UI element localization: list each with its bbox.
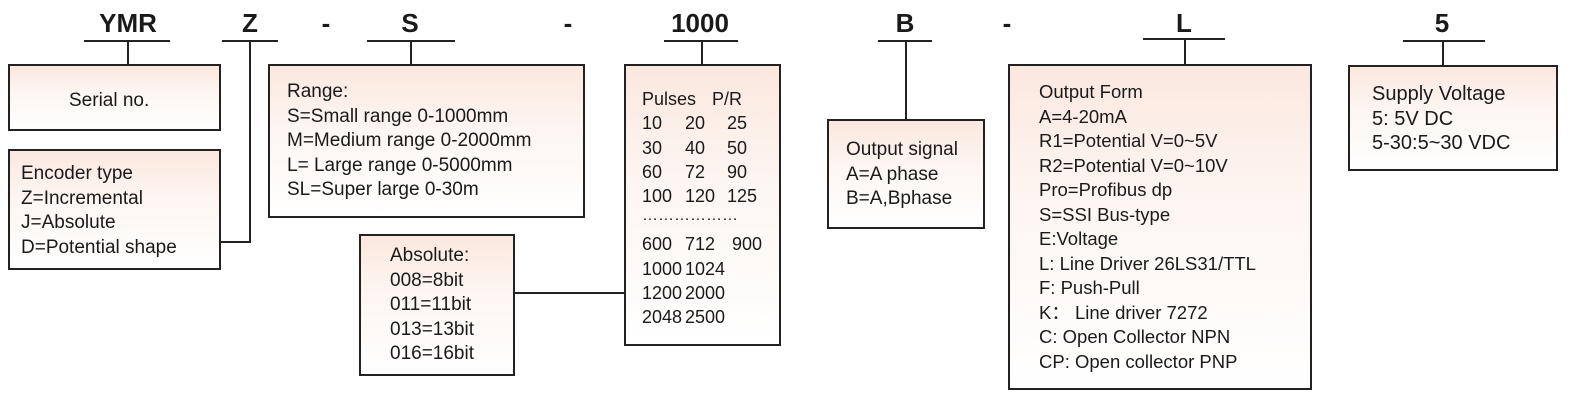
pulses-value: 1000 (642, 259, 683, 279)
range-option: S=Small range 0-1000mm (287, 105, 509, 127)
pulses-value: 60 (642, 162, 663, 182)
pulses-header-unit: P/R (712, 89, 743, 109)
pulses-value: 2000 (685, 283, 726, 303)
absolute-option: 008=8bit (390, 269, 464, 291)
output-form-option: Pro=Profibus dp (1039, 179, 1173, 200)
output-form-title: Output Form (1039, 81, 1143, 102)
output-form-option: L: Line Driver 26LS31/TTL (1039, 252, 1256, 274)
absolute-box: Absolute: 008=8bit 011=11bit 013=13bit 0… (359, 234, 515, 376)
range-option: SL=Super large 0-30m (287, 179, 479, 200)
connector-encoder-vertical (249, 41, 251, 243)
code-dash-2: - (563, 8, 573, 38)
pulses-dots: ……………… (642, 207, 738, 224)
pulses-value: 600 (642, 234, 673, 254)
pulses-value: 50 (727, 138, 748, 158)
pulses-header: Pulses (642, 89, 697, 109)
connector-output-signal (905, 41, 907, 120)
pulses-value: 100 (642, 186, 673, 206)
supply-voltage-option: 5-30:5~30 VDC (1372, 132, 1511, 154)
code-pulses: 1000 (671, 8, 729, 38)
code-ymr: YMR (99, 8, 157, 38)
code-dash-3: - (1002, 8, 1012, 38)
code-encoder-type: Z (242, 8, 258, 38)
code-output-signal: B (895, 8, 915, 38)
output-form-option: C: Open Collector NPN (1039, 326, 1231, 347)
pulses-value: 900 (732, 234, 763, 254)
output-signal-option: A=A phase (846, 163, 939, 185)
pulses-box: Pulses P/R 10 20 25 30 40 50 60 72 90 10… (624, 64, 781, 346)
pulses-value: 30 (642, 138, 663, 158)
pulses-value: 125 (727, 186, 758, 206)
encoder-type-option: J=Absolute (21, 212, 116, 233)
pulses-value: 20 (685, 113, 706, 133)
output-signal-box: Output signal A=A phase B=A,Bphase (827, 119, 985, 229)
range-option: M=Medium range 0-2000mm (287, 130, 532, 151)
connector-encoder-horizontal (220, 241, 251, 243)
output-form-option: K： Line driver 7272 (1039, 301, 1208, 323)
connector-pulses (701, 41, 703, 64)
connector-supply-voltage (1442, 41, 1444, 66)
output-form-option: CP: Open collector PNP (1039, 350, 1238, 372)
pulses-value: 40 (685, 138, 706, 158)
pulses-value: 90 (727, 162, 748, 182)
output-signal-option: B=A,Bphase (846, 188, 953, 209)
range-title: Range: (287, 81, 349, 102)
absolute-option: 011=11bit (390, 294, 472, 315)
output-form-option: F: Push-Pull (1039, 277, 1140, 298)
code-output-form: L (1176, 8, 1192, 38)
output-form-option: R1=Potential V=0~5V (1039, 130, 1218, 151)
pulses-value: 120 (685, 186, 716, 206)
output-form-option: A=4-20mA (1039, 105, 1127, 127)
absolute-option: 013=13bit (390, 318, 474, 340)
code-dash-1: - (321, 8, 331, 38)
pulses-value: 2048 (642, 307, 683, 327)
output-form-option: R2=Potential V=0~10V (1039, 154, 1228, 176)
range-option: L= Large range 0-5000mm (287, 154, 513, 176)
serial-box: Serial no. (8, 64, 221, 131)
supply-voltage-option: 5: 5V DC (1372, 107, 1454, 130)
absolute-title: Absolute: (390, 245, 470, 266)
range-box: Range: S=Small range 0-1000mm M=Medium r… (268, 64, 585, 218)
output-form-option: S=SSI Bus-type (1039, 203, 1171, 225)
pulses-value: 1200 (642, 283, 683, 303)
pulses-value: 2500 (685, 307, 726, 327)
pulses-value: 712 (685, 234, 716, 254)
encoder-type-title: Encoder type (21, 163, 133, 184)
code-supply-voltage: 5 (1434, 8, 1450, 38)
connector-output-form (1184, 39, 1186, 64)
encoder-type-option: D=Potential shape (21, 236, 177, 258)
supply-voltage-title: Supply Voltage (1372, 83, 1506, 105)
supply-voltage-box: Supply Voltage 5: 5V DC 5-30:5~30 VDC (1348, 65, 1558, 171)
connector-serial (127, 41, 129, 65)
encoder-type-option: Z=Incremental (21, 187, 143, 209)
pulses-value: 72 (685, 162, 706, 182)
code-supply-voltage-underline (1403, 40, 1485, 42)
output-signal-title: Output signal (846, 139, 958, 160)
pulses-value: 1024 (685, 259, 726, 279)
connector-absolute-pulses (514, 292, 626, 294)
encoder-type-box: Encoder type Z=Incremental J=Absolute D=… (8, 149, 221, 270)
connector-range (410, 41, 412, 64)
absolute-option: 016=16bit (390, 343, 474, 364)
output-form-option: E:Voltage (1039, 228, 1119, 249)
output-form-box: Output Form A=4-20mA R1=Potential V=0~5V… (1008, 64, 1312, 390)
code-range: S (401, 8, 419, 38)
pulses-value: 25 (727, 113, 748, 133)
serial-label: Serial no. (69, 90, 150, 111)
pulses-value: 10 (642, 113, 663, 133)
